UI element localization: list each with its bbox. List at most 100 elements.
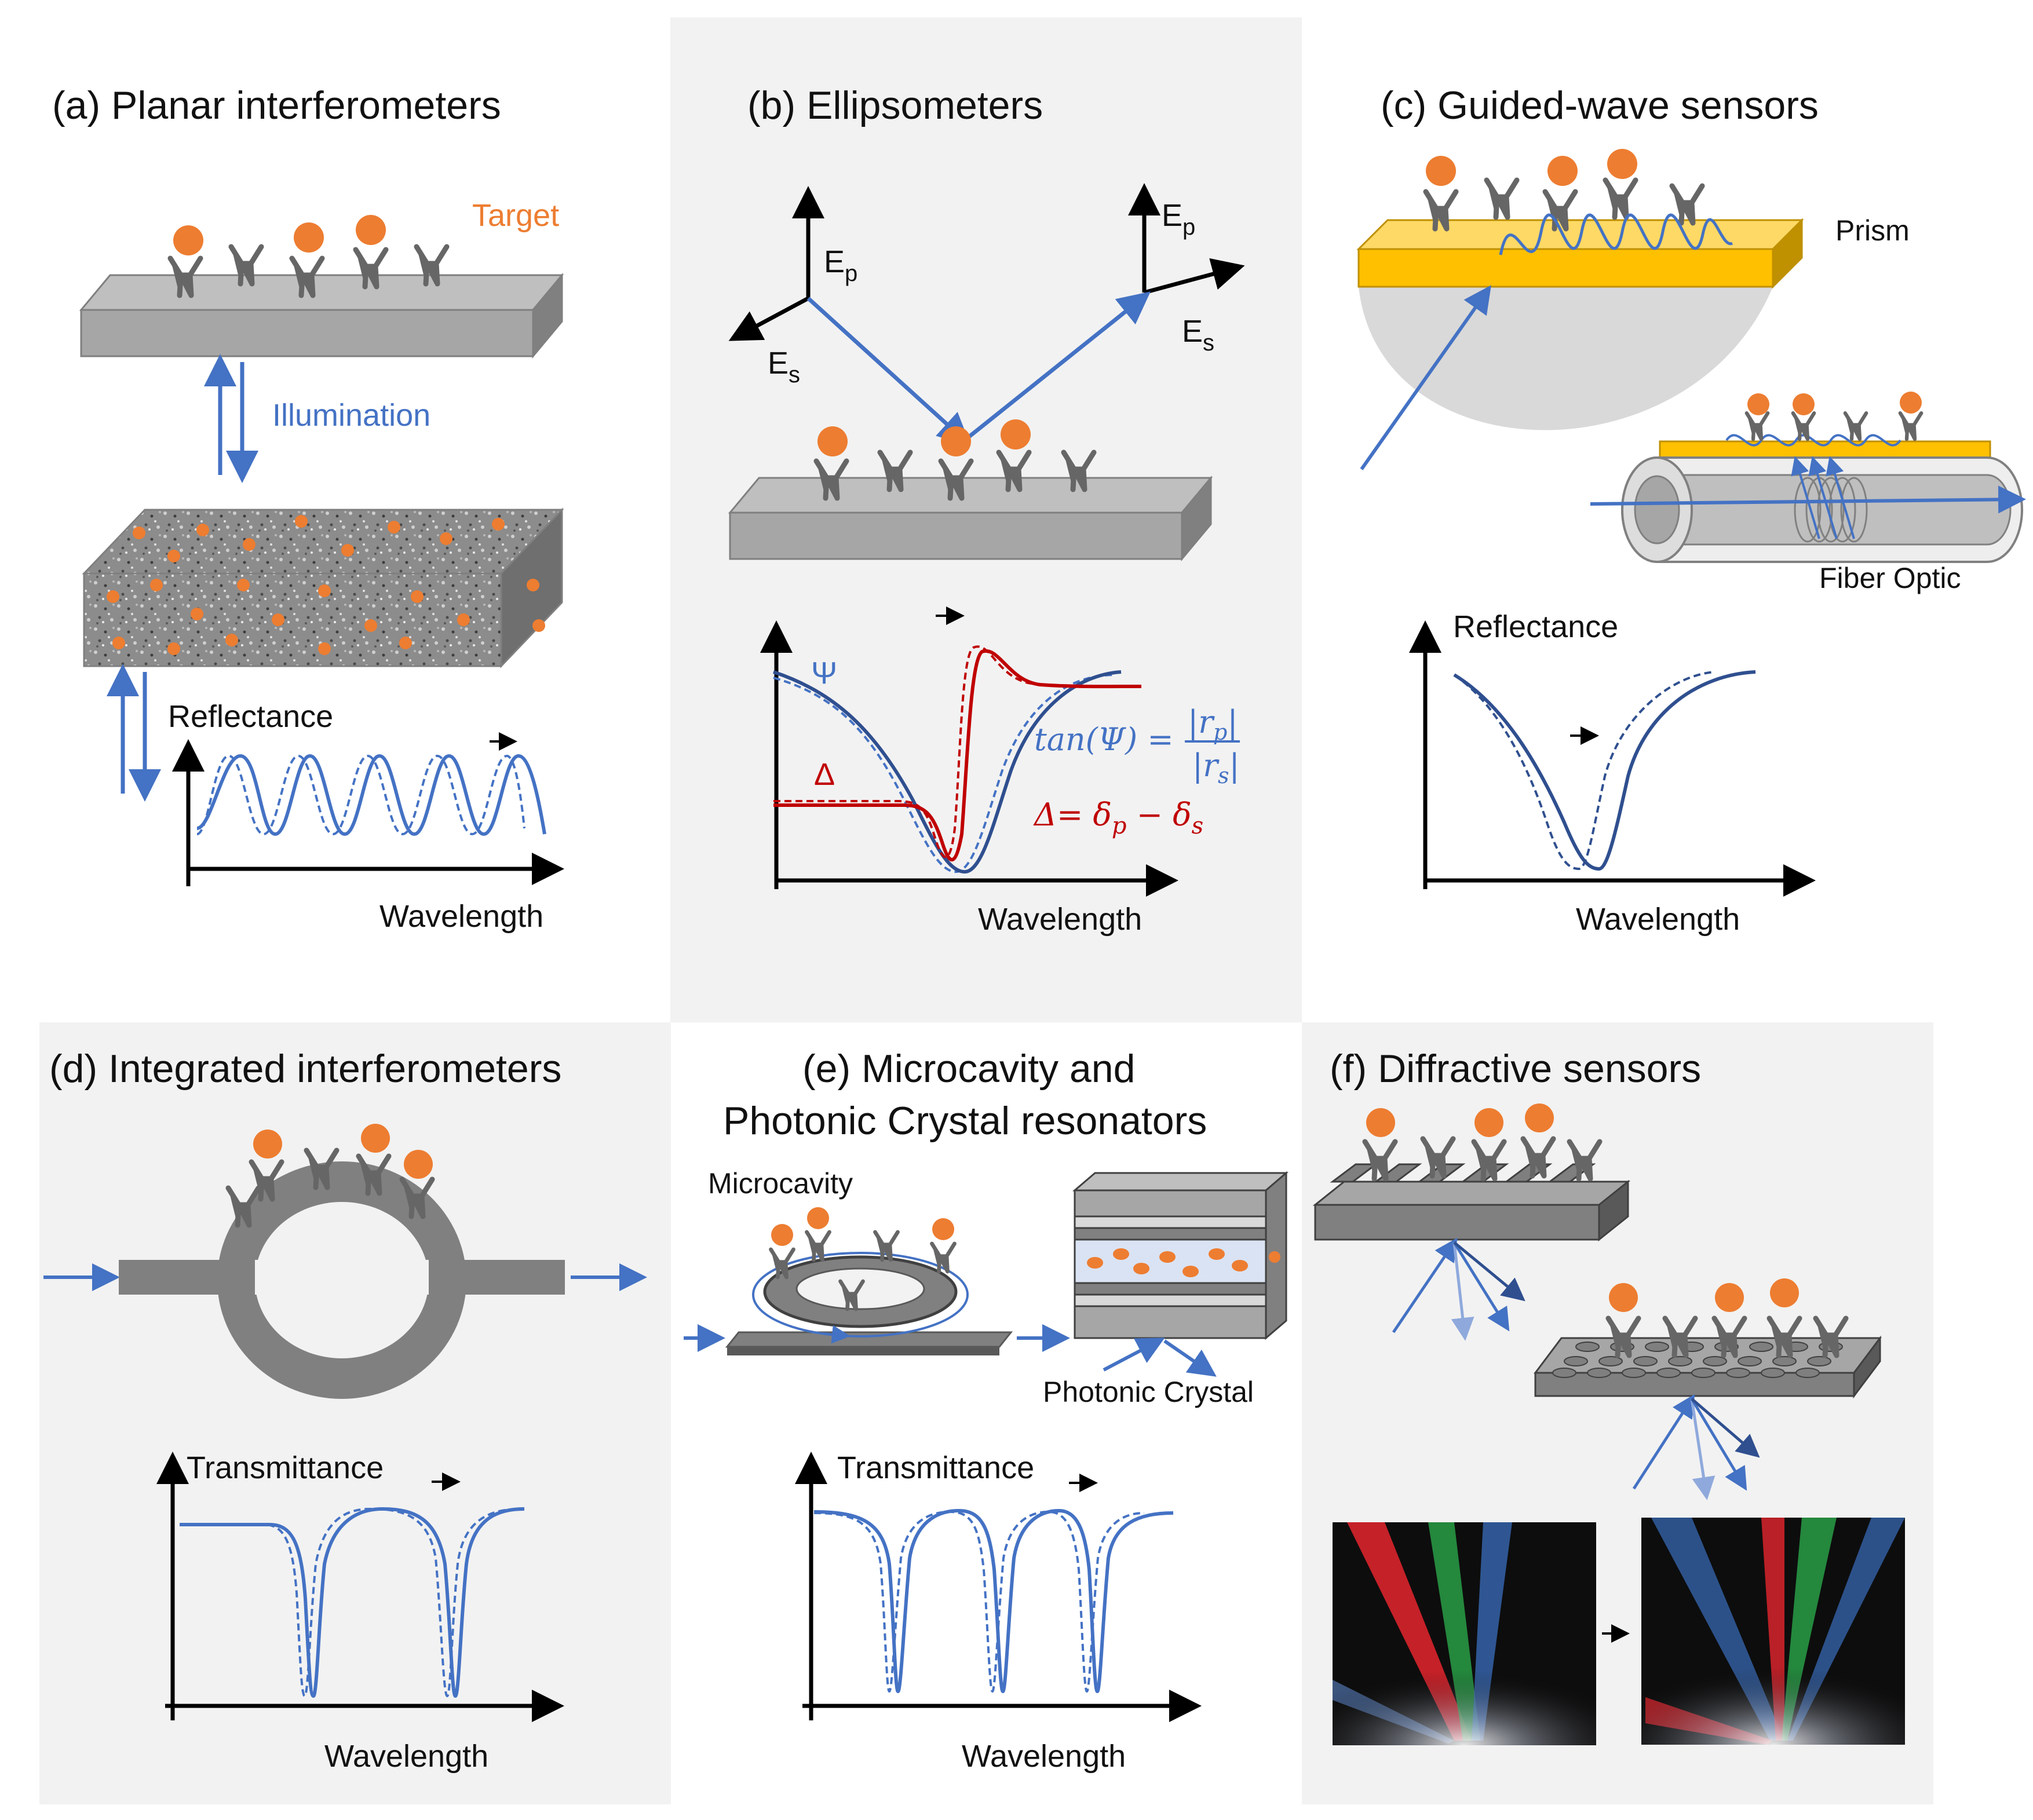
fiber-optic [1590,440,2026,563]
tan-psi-numerator: |rp| [1188,704,1238,745]
target-molecule [1770,1278,1799,1307]
target-molecule [1607,149,1637,179]
target-molecule [1426,156,1456,186]
target-molecule [1001,419,1031,449]
fiber-optic-label: Fiber Optic [1819,562,1961,594]
ellipsometry-graph: Wavelength Ψ Δ tan(Ψ) = |rp| |rs| Δ= δp … [760,606,1240,937]
diffracted-beam-mid [1690,1398,1747,1491]
panel-a: (a) Planar interferometers Target Illumi… [52,83,564,934]
target-label: Target [472,198,559,233]
x-axis-label: Wavelength [379,899,543,934]
ring-interferometer [119,1161,565,1399]
delta-label: Δ [814,757,835,792]
diffracted-beam-dark [1453,1241,1525,1302]
antibody-row [771,1207,955,1309]
es-axis-incident [728,296,809,341]
target-molecule [361,1124,390,1153]
transmittance-solid [180,1507,525,1698]
target-molecule [173,225,203,255]
x-axis-label: Wavelength [1576,902,1740,937]
diffracted-beam-mid [1452,1241,1510,1332]
panel-b: (b) Ellipsometers Ep Es Ep Es [728,83,1245,937]
target-molecule [1793,393,1815,415]
prism-label: Prism [1835,214,1910,247]
tan-psi-equation: tan(Ψ) = [1034,721,1174,758]
x-axis-label: Wavelength [978,902,1142,937]
y-axis-label: Transmittance [837,1450,1034,1485]
incident-beam [806,297,971,446]
panel-f-title: (f) Diffractive sensors [1330,1047,1701,1091]
target-molecule [404,1150,433,1179]
ep-label-reflected: Ep [1162,198,1195,240]
panel-d-background [39,1022,671,1804]
psi-label: Ψ [811,656,837,690]
es-label-incident: Es [768,346,800,388]
prism-body [1359,287,1773,430]
target-molecule [1547,156,1578,186]
x-axis-label: Wavelength [324,1739,488,1774]
panel-c: (c) Guided-wave sensors Prism [1356,83,2026,937]
delta-equation: Δ= δp − δs [1033,796,1203,839]
target-molecule [807,1207,829,1229]
antibody-row [170,215,447,295]
panel-d: (d) Integrated interferometers Transmitt… [43,1047,647,1774]
tan-psi-denominator: |rs| [1192,747,1240,788]
incident-beam [1392,1237,1458,1333]
panel-e: (e) Microcavity and Photonic Crystal res… [684,1047,1289,1774]
surface-wave [1499,213,1733,255]
x-axis-label: Wavelength [962,1739,1126,1774]
ep-label-incident: Ep [824,244,857,286]
sensor-chip-slab [728,475,1213,562]
delta-curve-solid [773,649,1142,862]
microcavity-ring [684,1252,1070,1355]
microcavity-label: Microcavity [708,1167,853,1200]
sensor-chip-slab [79,272,564,359]
target-molecule [1474,1108,1503,1137]
panel-c-title: (c) Guided-wave sensors [1381,83,1819,127]
porous-layer-slab [82,507,564,668]
transmittance-dashed [813,1510,1145,1693]
diffracted-beam-dark [1691,1398,1760,1458]
photonic-crystal-stack [1072,1171,1289,1377]
diffracted-beam-light [1690,1398,1716,1500]
pillar-grating-chip [1534,1278,1882,1399]
target-molecule [817,426,848,456]
incident-beam [1632,1394,1695,1490]
panel-f: (f) Diffractive sensors [1312,1047,1905,1745]
panel-b-title: (b) Ellipsometers [747,83,1043,127]
target-molecule [1900,392,1922,414]
prism-gold-layer [1356,218,1804,289]
transmittance-solid [813,1508,1174,1694]
line-grating-chip [1312,1103,1631,1242]
reflectance-graph-a: Reflectance Wavelength [168,699,564,934]
panel-d-title: (d) Integrated interferometers [49,1047,561,1091]
target-molecule [294,222,324,253]
es-label-reflected: Es [1182,314,1214,356]
photonic-crystal-label: Photonic Crystal [1043,1376,1254,1408]
spectrum-solid [196,754,546,836]
diffraction-photo-before [1333,1522,1596,1745]
es-axis-reflected [1144,258,1245,295]
reflectance-dip-solid [1453,670,1756,871]
reflected-beam [963,291,1151,442]
target-molecule [253,1130,282,1158]
psi-curve-solid [773,670,1122,874]
incident-beam [1360,285,1491,470]
target-molecule [932,1218,954,1240]
transmittance-graph-d: Transmittance Wavelength [156,1450,564,1774]
target-molecule [941,426,971,456]
diffracted-beam-light [1451,1242,1474,1341]
panel-e-title-line2: Photonic Crystal resonators [723,1099,1207,1143]
target-molecule [1609,1283,1638,1312]
reflectance-dip-dashed [1453,671,1716,871]
target-molecule [1366,1108,1395,1137]
psi-curve-dashed [773,674,1116,874]
reflectance-graph-c: Reflectance Wavelength [1409,609,1816,937]
transmittance-graph-e: Transmittance Wavelength [795,1450,1202,1774]
y-axis-label: Reflectance [1453,609,1618,644]
fiber-surface-wave [1725,434,1901,447]
illumination-label: Illumination [272,398,430,433]
target-molecule [1715,1283,1744,1312]
y-axis-label: Transmittance [187,1450,384,1485]
